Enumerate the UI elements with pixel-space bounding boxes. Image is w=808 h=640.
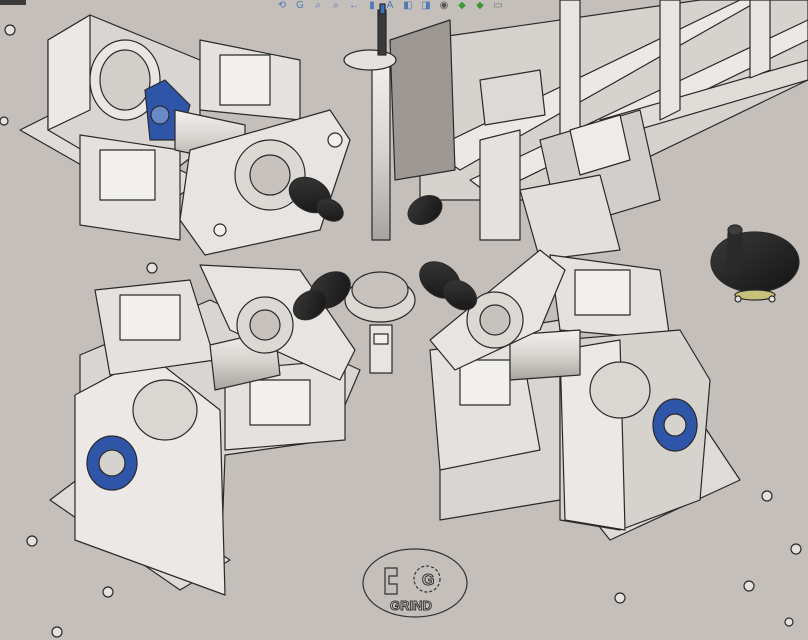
previous-view-icon[interactable]: ⟲ xyxy=(277,0,287,11)
rotate-view-icon[interactable]: G xyxy=(296,0,304,11)
display-style-icon[interactable]: ◨ xyxy=(421,0,431,11)
view-orientation-icon[interactable]: ◧ xyxy=(403,0,413,11)
feature-tree-flyout-tab[interactable] xyxy=(0,0,26,5)
chuck-bottom-right[interactable] xyxy=(413,254,482,316)
heads-up-view-toolbar: ⟲ G ⌕ ⌕ ← ▮ A ◧ ◨ ◉ ◆ ◆ ▭ xyxy=(276,0,504,10)
bottom-right-drive-module[interactable] xyxy=(429,249,741,541)
section-view-icon[interactable]: ▮ xyxy=(369,0,375,11)
edit-appearance-icon[interactable]: ◆ xyxy=(458,0,466,11)
logo-letter: G xyxy=(422,572,434,589)
drill-chuck-hub[interactable] xyxy=(283,170,482,374)
previous-view-arrow-icon[interactable]: ← xyxy=(349,0,359,11)
top-right-frame[interactable] xyxy=(389,0,808,261)
top-left-drive-module[interactable] xyxy=(19,14,351,256)
loose-fasteners xyxy=(0,24,802,638)
vertical-spindle-post[interactable] xyxy=(343,3,397,241)
chuck-bottom-left[interactable] xyxy=(288,264,357,326)
grind-logo-decal: G GRIND xyxy=(362,548,468,618)
view-settings-icon[interactable]: ▭ xyxy=(493,0,503,11)
handwheel[interactable] xyxy=(710,224,800,301)
apply-scene-icon[interactable]: ◆ xyxy=(476,0,484,11)
hide-show-items-icon[interactable]: ◉ xyxy=(439,0,449,11)
zoom-to-area-icon[interactable]: ⌕ xyxy=(333,0,339,11)
chuck-top-left[interactable] xyxy=(283,170,347,226)
logo-text: GRIND xyxy=(390,598,432,613)
zoom-to-fit-icon[interactable]: ⌕ xyxy=(315,0,321,11)
chuck-top-right[interactable] xyxy=(403,190,447,231)
dynamic-annotation-icon[interactable]: A xyxy=(386,0,394,11)
